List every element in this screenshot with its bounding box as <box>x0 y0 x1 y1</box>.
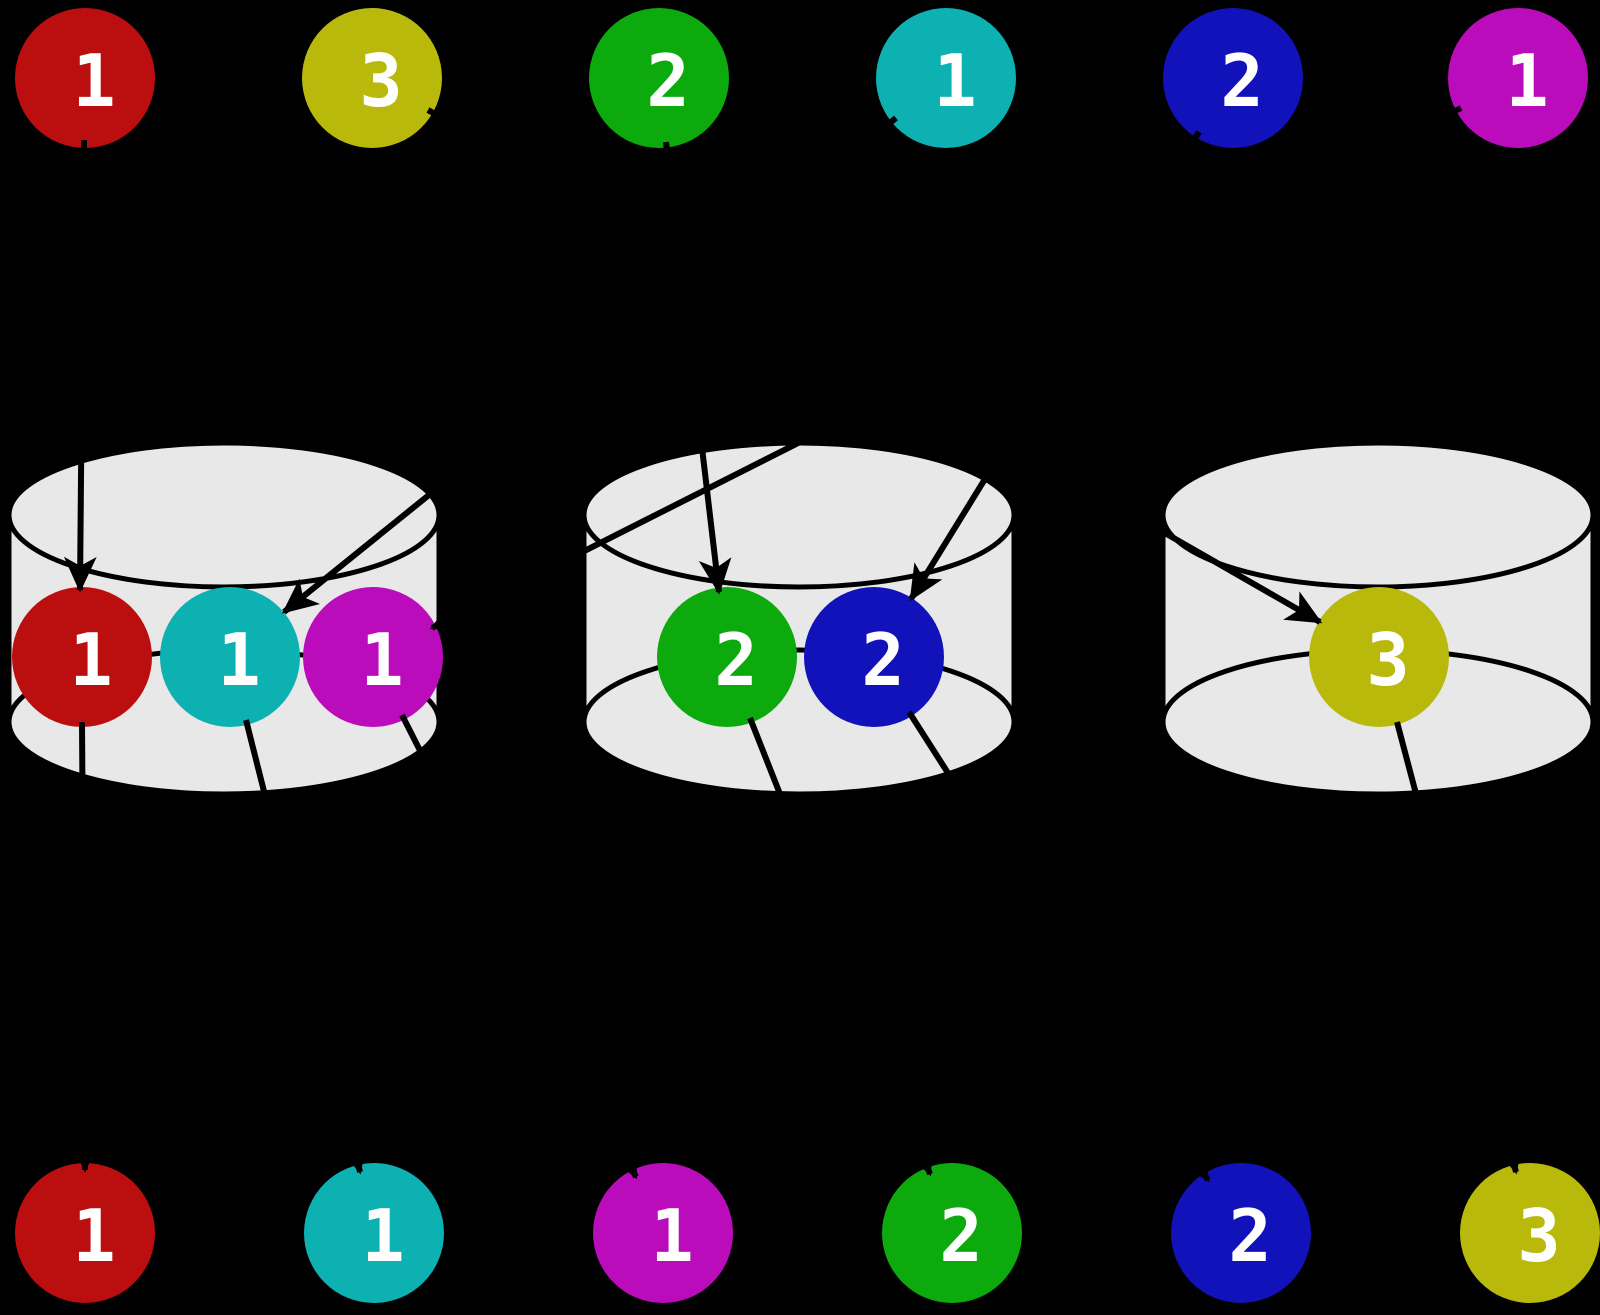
arrow-to-output-green <box>747 716 934 1177</box>
input-element-circle-red <box>15 8 155 148</box>
bucket-1-element-digit-teal: 1 <box>217 618 260 702</box>
arrows-layer <box>63 105 1524 1183</box>
arrow-to-output-red <box>68 721 102 1173</box>
output-element-digit-magenta: 1 <box>650 1194 693 1278</box>
arrow-into-bucket-teal <box>281 115 898 615</box>
bucket-1-element-circle-magenta <box>303 587 443 727</box>
output-element-digit-olive: 3 <box>1517 1194 1560 1278</box>
input-element-circle-teal <box>876 8 1016 148</box>
bucket-2-element-digit-green: 2 <box>714 618 757 702</box>
arrow-to-output-blue <box>906 710 1211 1183</box>
bucket-1-element-circle-teal <box>160 587 300 727</box>
output-element-circle-teal <box>304 1163 444 1303</box>
input-element-digit-red: 1 <box>72 39 115 123</box>
input-element-digit-olive: 3 <box>359 39 402 123</box>
input-element-digit-magenta: 1 <box>1505 39 1548 123</box>
input-element-circle-olive <box>302 8 442 148</box>
output-element-digit-blue: 2 <box>1228 1194 1271 1278</box>
arrow-into-bucket-olive <box>426 107 1323 625</box>
input-element-digit-green: 2 <box>646 39 689 123</box>
arrow-into-bucket-green <box>663 141 732 595</box>
bucket-3-cylinder-top <box>1160 440 1596 590</box>
arrow-into-bucket-magenta <box>429 105 1463 631</box>
input-element-circle-blue <box>1163 8 1303 148</box>
arrow-to-output-magenta <box>399 713 639 1180</box>
element-circles-layer: 1 3 2 1 2 1 1 1 1 2 2 3 1 1 1 2 2 3 <box>12 8 1600 1303</box>
input-element-digit-teal: 1 <box>933 39 976 123</box>
output-element-digit-teal: 1 <box>361 1194 404 1278</box>
bucket-3-element-circle-olive <box>1309 587 1449 727</box>
bucket-2-element-circle-blue <box>804 587 944 727</box>
output-element-digit-green: 2 <box>939 1194 982 1278</box>
output-element-circle-magenta <box>593 1163 733 1303</box>
arrow-to-output-olive <box>1394 721 1524 1175</box>
bucket-1-element-digit-magenta: 1 <box>360 618 403 702</box>
output-element-circle-blue <box>1171 1163 1311 1303</box>
output-element-circle-green <box>882 1163 1022 1303</box>
output-element-circle-red <box>15 1163 155 1303</box>
arrow-to-output-teal <box>243 719 368 1175</box>
input-element-digit-blue: 2 <box>1220 39 1263 123</box>
input-element-circle-green <box>589 8 729 148</box>
bucket-3-element-digit-olive: 3 <box>1366 618 1409 702</box>
input-element-circle-magenta <box>1448 8 1588 148</box>
arrow-into-bucket-blue <box>908 130 1202 602</box>
bucket-2-element-digit-blue: 2 <box>861 618 904 702</box>
bucket-2-element-circle-green <box>657 587 797 727</box>
bucket-2-cylinder-inner-rim <box>581 647 1017 723</box>
bucket-2-cylinder-body <box>581 515 1017 797</box>
output-element-digit-red: 1 <box>72 1194 115 1278</box>
output-element-circle-olive <box>1460 1163 1600 1303</box>
bucket-1-cylinder-top <box>6 440 442 590</box>
bucket-1-element-circle-red <box>12 587 152 727</box>
arrow-into-bucket-red <box>63 139 97 593</box>
bucket-1-element-digit-red: 1 <box>69 618 112 702</box>
bucket-2-cylinder-top <box>581 440 1017 590</box>
